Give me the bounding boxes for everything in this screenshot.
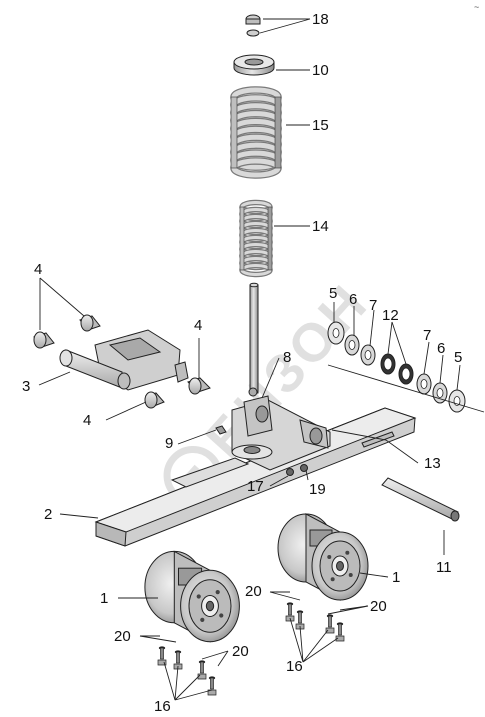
callout-10: 10 xyxy=(312,62,329,79)
callout-3: 3 xyxy=(22,378,30,395)
callout-20-right-top: 20 xyxy=(245,583,262,600)
inner-spring-14 xyxy=(239,199,273,278)
bushing-4-mid xyxy=(187,377,211,395)
rod-8 xyxy=(249,282,259,394)
bolt-16 xyxy=(173,650,183,670)
callout-5-top: 5 xyxy=(329,285,337,302)
callout-5-bot: 5 xyxy=(454,349,462,366)
bushing-4-left xyxy=(33,331,55,349)
callout-15: 15 xyxy=(312,117,329,134)
callout-20-right-bot: 20 xyxy=(370,598,387,615)
roller-wheel-1 xyxy=(144,550,240,643)
callout-16-right: 16 xyxy=(286,658,303,675)
callout-19: 19 xyxy=(309,481,326,498)
callouts: 18 10 15 14 4 5 6 7 12 4 7 6 5 8 3 4 9 1… xyxy=(22,11,462,715)
pins-9-17 xyxy=(215,425,308,476)
nut-18 xyxy=(245,14,261,37)
pivot-bracket xyxy=(231,387,331,471)
callout-13: 13 xyxy=(424,455,441,472)
bolt-16 xyxy=(157,646,167,666)
callout-1-left: 1 xyxy=(100,590,108,607)
bolt-16 xyxy=(335,622,345,642)
callout-6-bot: 6 xyxy=(437,340,445,357)
bolt-16 xyxy=(207,676,217,696)
rocker-arm-3 xyxy=(59,329,189,391)
callout-8: 8 xyxy=(283,349,291,366)
main-beam-2 xyxy=(94,407,417,547)
roller-wheel-1 xyxy=(277,513,369,601)
callout-14: 14 xyxy=(312,218,329,235)
spring-seat-10 xyxy=(233,54,275,76)
callout-17: 17 xyxy=(247,478,264,495)
callout-4-top: 4 xyxy=(34,261,42,278)
callout-6-top: 6 xyxy=(349,291,357,308)
callout-2: 2 xyxy=(44,506,52,523)
bolt-16 xyxy=(325,614,335,634)
callout-4-mid: 4 xyxy=(194,317,202,334)
bushing-4-top xyxy=(79,314,101,332)
leader-lines xyxy=(38,18,485,701)
callout-4-low: 4 xyxy=(83,412,91,429)
callout-7-top: 7 xyxy=(369,297,377,314)
callout-18: 18 xyxy=(312,11,329,28)
callout-20-left-bot: 20 xyxy=(232,643,249,660)
outer-spring-15 xyxy=(230,86,282,179)
callout-7-bot: 7 xyxy=(423,327,431,344)
callout-11: 11 xyxy=(436,559,452,576)
axle-11 xyxy=(381,477,460,522)
callout-12: 12 xyxy=(382,307,399,324)
corner-mark: ~ xyxy=(474,2,479,12)
callout-16-left: 16 xyxy=(154,698,171,715)
callout-9: 9 xyxy=(165,435,173,452)
callout-1-right: 1 xyxy=(392,569,400,586)
bushing-4-low xyxy=(144,391,165,409)
callout-20-left-top: 20 xyxy=(114,628,131,645)
